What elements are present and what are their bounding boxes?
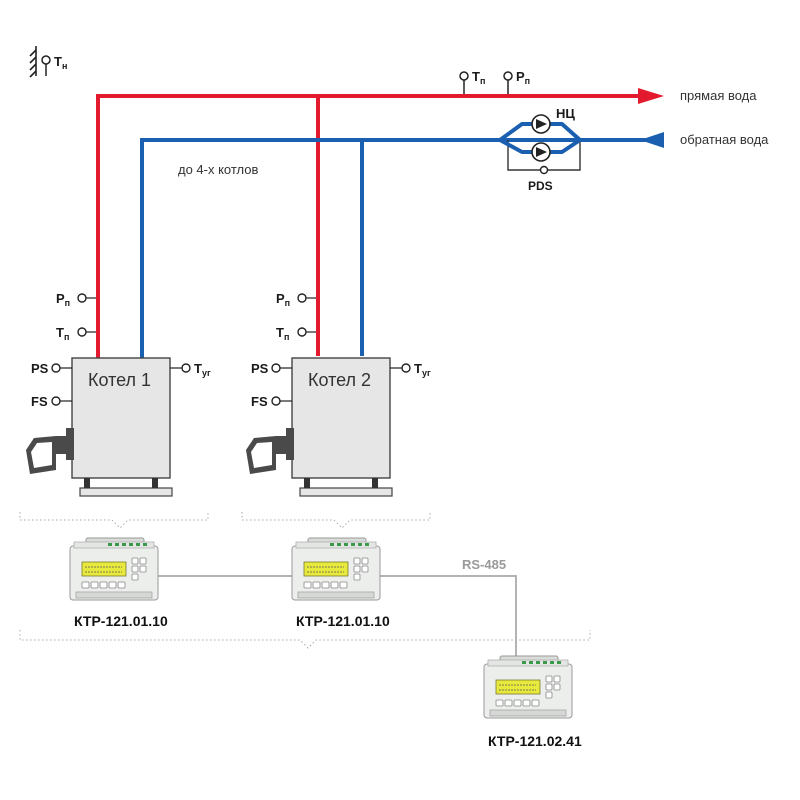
boiler-2-fs-sensor: FS: [251, 394, 292, 409]
controller-2: [291, 537, 381, 601]
boiler-2-body: [291, 357, 391, 479]
supply-label: прямая вода: [680, 88, 757, 103]
boiler-1-temp-sensor: Тп: [56, 325, 96, 342]
boiler-1-base: [79, 487, 173, 497]
burner-icon: [246, 428, 294, 474]
thermometer-icon: [459, 71, 469, 94]
header-pressure-sensor: Рп: [503, 69, 530, 94]
boiler-2-flue-sensor: Туг: [390, 361, 431, 378]
return-label: обратная вода: [680, 132, 769, 147]
header-pressure-label: Рп: [516, 69, 530, 86]
boiler-2-temp-sensor: Тп: [276, 325, 316, 342]
wall-hatch-icon: [29, 46, 37, 78]
controller-1: [69, 537, 159, 601]
controller-device-icon: [291, 537, 381, 601]
boiler-1-ps-label: PS: [31, 361, 49, 376]
supply-arrow-icon: [638, 88, 664, 104]
thermometer-icon: [41, 55, 51, 76]
pump-manifold: [498, 122, 582, 154]
boiler-1-flue-sensor: Туг: [170, 361, 211, 378]
boiler-2-pressure-sensor: Рп: [276, 291, 316, 308]
outdoor-temp-label: Тн: [54, 54, 67, 71]
boiler-1-fs-label: FS: [31, 394, 48, 409]
boiler-2-name: Котел 2: [308, 370, 371, 390]
rs485-label: RS-485: [462, 557, 506, 572]
controller-3-label: КТР-121.02.41: [488, 733, 582, 749]
burner-icon: [26, 428, 74, 474]
controller-3: [483, 655, 573, 719]
boiler-2-ps-label: PS: [251, 361, 269, 376]
header-temp-sensor: Тп: [459, 69, 485, 94]
controller-device-icon: [69, 537, 159, 601]
boiler-1-flue-label: Туг: [194, 361, 211, 378]
pressure-gauge-icon: [503, 71, 513, 94]
pds-label: PDS: [528, 179, 553, 193]
boiler-1-pressure-sensor: Рп: [56, 291, 96, 308]
boiler-2: Рп Тп Котел 2 PS FS Туг: [246, 291, 431, 497]
controller-2-label: КТР-121.01.10: [296, 613, 390, 629]
boiler-1-pressure-label: Рп: [56, 291, 70, 308]
outdoor-sensor: Тн: [29, 46, 67, 78]
boiler-1: Рп Тп Котел 1 PS FS Туг: [26, 291, 211, 497]
boiler-2-temp-label: Тп: [276, 325, 289, 342]
boiler-1-name: Котел 1: [88, 370, 151, 390]
pump-label: НЦ: [556, 106, 575, 121]
boiler-1-body: [71, 357, 171, 479]
pump-group: НЦ PDS: [498, 106, 582, 193]
header-temp-label: Тп: [472, 69, 485, 86]
controller-1-label: КТР-121.01.10: [74, 613, 168, 629]
pump-icon: [531, 142, 551, 162]
pds-sensor-icon: [539, 165, 549, 175]
return-arrow-icon: [640, 132, 664, 148]
controller-device-icon: [483, 655, 573, 719]
boiler-2-pressure-label: Рп: [276, 291, 290, 308]
boiler-1-temp-label: Тп: [56, 325, 69, 342]
boiler-2-base: [299, 487, 393, 497]
boiler-1-fs-sensor: FS: [31, 394, 72, 409]
return-pipe: [140, 138, 648, 360]
boiler-2-flue-label: Туг: [414, 361, 431, 378]
supply-pipe: [96, 94, 648, 360]
pump-icon: [531, 114, 551, 134]
boiler-group-braces: [19, 512, 591, 649]
rs485-bus: [158, 575, 517, 662]
branch-note: до 4-х котлов: [178, 162, 259, 177]
boiler-2-ps-sensor: PS: [251, 361, 292, 376]
boiler-1-ps-sensor: PS: [31, 361, 72, 376]
boiler-2-fs-label: FS: [251, 394, 268, 409]
